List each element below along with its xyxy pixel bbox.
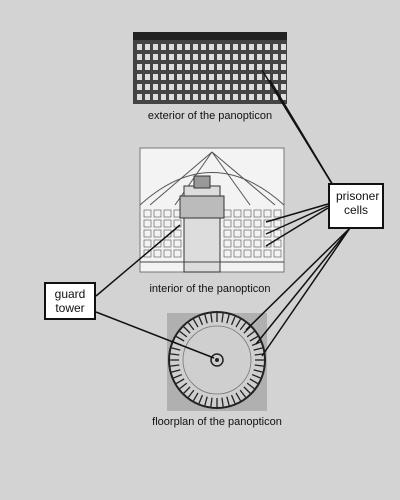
exterior-caption: exterior of the panopticon (147, 110, 273, 122)
interior-image (139, 147, 285, 273)
guard-tower-connectors (95, 224, 215, 359)
guard-tower-line-2: tower (55, 301, 85, 315)
prisoner-cells-line-1: prisoner (336, 189, 380, 203)
prisoner-cells-label: prisoner cells (328, 183, 384, 229)
prisoner-cells-connectors (245, 69, 351, 357)
floorplan-caption: floorplan of the panopticon (152, 416, 282, 428)
guard-tower-line-1: guard (54, 287, 86, 301)
prisoner-cells-line-2: cells (343, 203, 368, 217)
floorplan-image (167, 311, 267, 411)
exterior-image (133, 32, 287, 104)
interior-caption: interior of the panopticon (149, 283, 271, 295)
guard-tower-label: guard tower (44, 282, 96, 320)
